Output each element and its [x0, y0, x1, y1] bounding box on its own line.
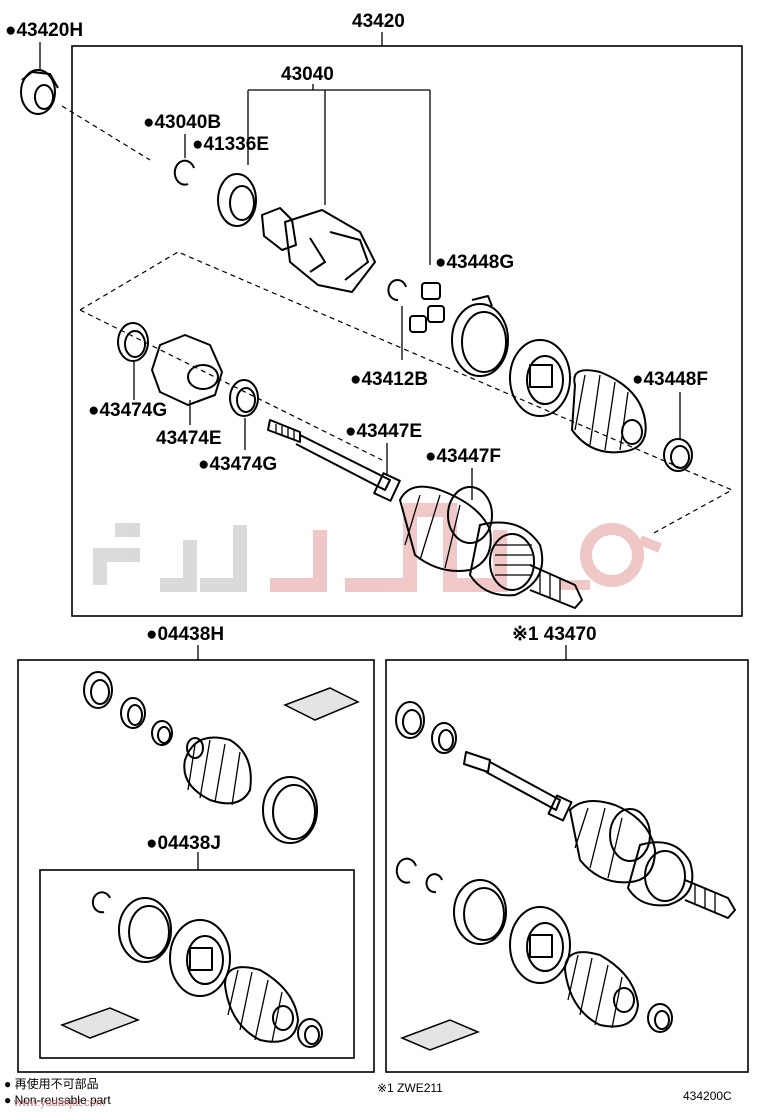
outer-boot-kit-label: ●04438J — [146, 833, 221, 854]
watermark-url: www.yadakjat.com — [13, 1097, 105, 1109]
outboard-boot-part — [151, 334, 223, 406]
alt-assembly-label: ※1 43470 — [512, 624, 597, 645]
watermark-logo — [93, 503, 662, 592]
alt-grease-pack-part — [399, 1019, 481, 1051]
grease-pack-2-part — [60, 1007, 141, 1039]
kit-boot-2-part — [224, 966, 299, 1043]
outboard-joint-part — [399, 485, 583, 609]
drive-shaft-part — [267, 419, 401, 502]
legend-english: ● Non-reusable part — [4, 1093, 111, 1107]
seal-ring-part — [217, 173, 257, 227]
footnote: ※1 ZWE211 — [377, 1081, 443, 1095]
alt-circlip-part — [425, 873, 443, 894]
boot-kit-label: ●04438H — [146, 624, 224, 645]
bearing-part — [20, 69, 59, 115]
kit-cage-part — [169, 919, 231, 997]
inboard-joint-housing-part — [261, 207, 376, 293]
alt-boot-part — [564, 951, 639, 1029]
alt-assembly-frame — [385, 659, 749, 1073]
kit-clamp-3-part — [151, 720, 173, 746]
main-assembly-frame — [71, 45, 743, 617]
callout-43474g-left: ●43474G — [88, 400, 167, 421]
inboard-joint-cage-part — [509, 339, 571, 417]
callout-43420h: ●43420H — [5, 20, 83, 41]
alt-clamp-large-part — [453, 879, 507, 945]
callout-43412b: ●43412B — [350, 369, 428, 390]
alt-clamp-small-part — [647, 1003, 673, 1033]
kit-clamp-2-part — [120, 697, 146, 729]
callout-43447e: ●43447E — [345, 421, 422, 442]
callout-43448f: ●43448F — [632, 369, 708, 390]
callout-43474g-right: ●43474G — [198, 454, 277, 475]
callout-43040b: ●43040B — [143, 112, 221, 133]
kit-clamp-1-part — [83, 671, 113, 709]
boot-clamp-large-part — [451, 295, 509, 377]
callout-43474e: 43474E — [156, 428, 222, 449]
kit-circlip-part — [91, 891, 111, 914]
outer-boot-kit-frame — [39, 869, 355, 1059]
alt-shaft-assembly-part — [463, 751, 736, 919]
main-assembly-label: 43420 — [352, 11, 405, 32]
snap-ring-part — [173, 159, 195, 186]
alt-clamp-1-part — [395, 701, 425, 739]
grease-pack-part — [283, 687, 360, 721]
outboard-kit-outline — [79, 251, 734, 535]
boot-kit-frame — [17, 659, 375, 1073]
callout-43448g: ●43448G — [435, 252, 514, 273]
callout-41336e: ●41336E — [192, 134, 269, 155]
inboard-boot-part — [571, 369, 647, 454]
kit-clamp-large-part — [262, 776, 318, 844]
diagram-code: 434200C — [683, 1089, 732, 1103]
tripod-joint-part — [409, 282, 445, 333]
callout-43040: 43040 — [281, 64, 334, 85]
outboard-clamp-small-part — [229, 379, 259, 417]
kit-boot-part — [183, 736, 252, 806]
legend-japanese: ● 再使用不可部品 — [4, 1076, 99, 1091]
outboard-clamp-large-part — [117, 322, 149, 362]
alt-snap-ring-part — [395, 857, 417, 884]
callout-43447f: ●43447F — [425, 446, 501, 467]
alt-cage-part — [509, 906, 571, 984]
circlip-part — [387, 279, 407, 302]
kit-clamp-small-2-part — [297, 1018, 323, 1048]
alt-clamp-2-part — [431, 722, 457, 754]
kit-clamp-large-2-part — [118, 897, 172, 963]
